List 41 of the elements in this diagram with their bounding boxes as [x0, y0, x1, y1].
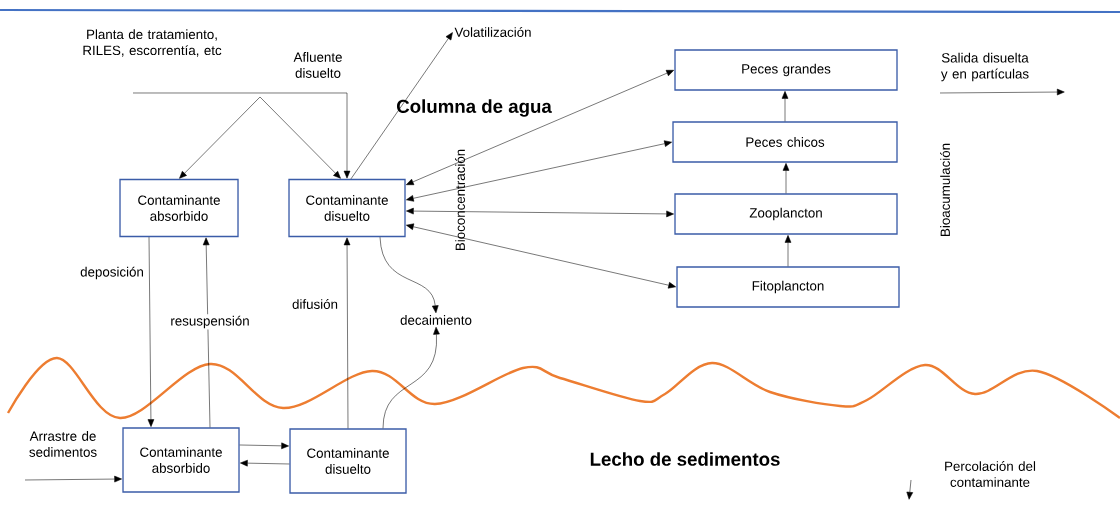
edge-label: deposición [78, 265, 146, 281]
arrow [406, 140, 672, 202]
arrow [781, 91, 789, 122]
arrow [784, 235, 792, 267]
arrow [406, 207, 674, 218]
arrow [343, 237, 351, 429]
edge-label: Afluente disuelto [281, 50, 355, 80]
arrow [240, 459, 290, 467]
source-label: Planta de tratamiento, RILES, escorrentía, etc [83, 29, 222, 57]
arrow [24, 475, 122, 483]
process-box: Contaminante absorbido [119, 178, 239, 238]
zone-title: Columna de agua [397, 99, 552, 117]
arrow [202, 237, 211, 428]
arrow [350, 32, 453, 180]
outflow-label: Salida disuelta y en partículas [940, 52, 1029, 82]
process-box: Peces chicos [672, 121, 898, 163]
arrow [147, 236, 155, 427]
inflow-label: Arrastre de sedimentos [29, 431, 97, 457]
process-box: Peces grandes [674, 49, 898, 91]
arrow [782, 163, 790, 194]
zone-title: Lecho de sedimentos [590, 452, 780, 466]
process-label: Bioconcentración [455, 149, 465, 251]
arrow [406, 223, 676, 289]
process-box: Contaminante disuelto [289, 428, 407, 494]
percolation-label: Percolación del contaminante [945, 461, 1036, 487]
process-label: Bioacumulación [940, 143, 950, 236]
arrow [406, 70, 674, 185]
arrow [239, 442, 289, 450]
edge-label: difusión [290, 297, 340, 311]
arrow [382, 326, 440, 429]
process-label: decaimiento [400, 315, 472, 325]
process-box: Fitoplancton [676, 266, 900, 308]
process-box: Zooplancton [674, 193, 898, 235]
process-box: Contaminante disuelto [288, 178, 406, 238]
edge-label: resuspensión [169, 314, 251, 330]
arrow [259, 96, 341, 179]
arrow [179, 96, 261, 179]
arrow [379, 236, 439, 314]
arrow [132, 92, 351, 179]
process-label: Volatilización [454, 27, 531, 37]
process-box: Contaminante absorbido [122, 427, 240, 493]
